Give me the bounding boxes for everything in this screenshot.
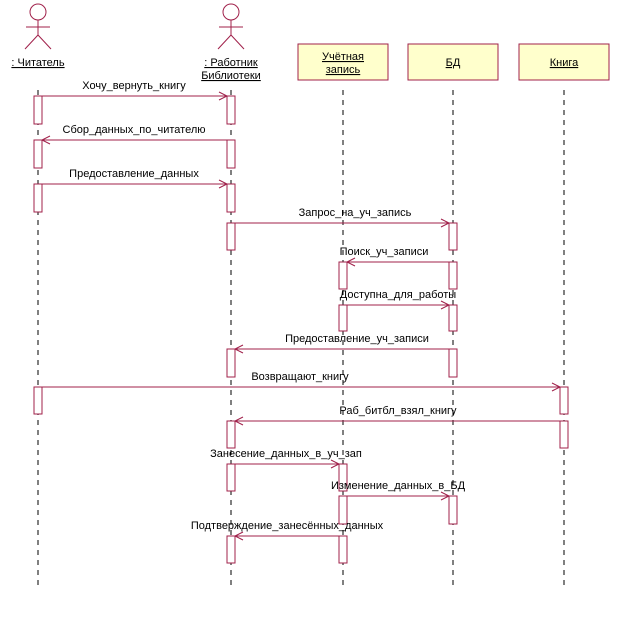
- activation-worker: [226, 222, 236, 251]
- activation-account: [338, 261, 348, 290]
- activation-reader: [33, 139, 43, 169]
- message-9: Раб_битбл_взял_книгу: [233, 405, 560, 426]
- message-label: Раб_битбл_взял_книгу: [339, 405, 457, 417]
- activation-account: [338, 535, 348, 564]
- message-label: Сбор_данных_по_читателю: [63, 124, 206, 136]
- message-label: Предоставление_данных: [69, 168, 199, 180]
- message-5: Поиск_уч_записи: [340, 246, 449, 267]
- activation-worker: [226, 420, 236, 449]
- activation-db: [448, 495, 458, 525]
- message-11: Изменение_данных_в_БД: [331, 480, 466, 501]
- object-box: [518, 43, 610, 81]
- stick-figure-leg-icon: [37, 34, 52, 50]
- message-10: Занесение_данных_в_уч_зап: [210, 448, 362, 469]
- object-box: [297, 43, 389, 81]
- activation-worker: [226, 95, 236, 125]
- activation-db: [448, 304, 458, 332]
- lifelines: [37, 90, 565, 588]
- activation-db: [448, 261, 458, 290]
- activation-account: [338, 463, 348, 492]
- activation-book: [559, 420, 569, 449]
- message-label: Предоставление_уч_записи: [285, 333, 429, 345]
- message-label: Занесение_данных_в_уч_зап: [210, 448, 362, 460]
- participant-label-line: БД: [446, 57, 461, 69]
- message-2: Сбор_данных_по_читателю: [40, 124, 227, 145]
- participant-label-line: Библиотеки: [201, 70, 261, 82]
- participant-book: Книга: [518, 43, 610, 81]
- message-label: Поиск_уч_записи: [340, 246, 429, 258]
- message-4: Запрос_на_уч_запись: [235, 207, 451, 228]
- activation-reader: [33, 95, 43, 125]
- participant-db: БД: [407, 43, 499, 81]
- stick-figure-leg-icon: [230, 34, 245, 50]
- activation-reader: [33, 386, 43, 415]
- message-label: Доступна_для_работы: [340, 289, 456, 301]
- object-box: [407, 43, 499, 81]
- arrowhead-icon: [218, 91, 229, 101]
- arrowhead-icon: [440, 300, 451, 310]
- activation-reader: [33, 183, 43, 213]
- participant-headers: : Читатель: РаботникБиблиотекиУчётнаязап…: [11, 3, 610, 82]
- arrowhead-icon: [218, 179, 229, 189]
- activation-worker: [226, 535, 236, 564]
- arrowhead-icon: [440, 218, 451, 228]
- activation-worker: [226, 348, 236, 378]
- message-label: Запрос_на_уч_запись: [299, 207, 412, 219]
- activation-db: [448, 222, 458, 251]
- activations: [33, 95, 569, 564]
- participant-label-line: Учётная: [322, 51, 364, 63]
- message-3: Предоставление_данных: [42, 168, 229, 189]
- arrowhead-icon: [233, 344, 244, 354]
- message-7: Предоставление_уч_записи: [233, 333, 449, 354]
- stick-figure-head-icon: [29, 3, 47, 21]
- message-label: Подтверждение_занесённых_данных: [191, 520, 384, 532]
- message-label: Изменение_данных_в_БД: [331, 480, 466, 492]
- arrowhead-icon: [233, 531, 244, 541]
- stick-figure-head-icon: [222, 3, 240, 21]
- message-6: Доступна_для_работы: [340, 289, 456, 310]
- messages: Хочу_вернуть_книгуСбор_данных_по_читател…: [40, 80, 562, 541]
- message-label: Хочу_вернуть_книгу: [82, 80, 186, 92]
- arrowhead-icon: [330, 459, 341, 469]
- participant-reader: : Читатель: [11, 3, 65, 69]
- arrowhead-icon: [440, 491, 451, 501]
- activation-worker: [226, 139, 236, 169]
- stick-figure-leg-icon: [217, 34, 232, 50]
- participant-label-line: запись: [326, 64, 361, 76]
- activation-db: [448, 348, 458, 378]
- message-8: Возвращают_книгу: [42, 371, 562, 392]
- participant-label-line: Книга: [550, 57, 579, 69]
- activation-worker: [226, 183, 236, 213]
- participant-label-line: : Работник: [204, 57, 258, 69]
- message-label: Возвращают_книгу: [251, 371, 349, 383]
- activation-worker: [226, 463, 236, 492]
- participant-label-line: : Читатель: [11, 57, 64, 69]
- arrowhead-icon: [345, 257, 356, 267]
- activation-account: [338, 495, 348, 525]
- message-12: Подтверждение_занесённых_данных: [191, 520, 384, 541]
- message-1: Хочу_вернуть_книгу: [42, 80, 229, 101]
- arrowhead-icon: [233, 416, 244, 426]
- activation-book: [559, 386, 569, 415]
- arrowhead-icon: [40, 135, 51, 145]
- stick-figure-leg-icon: [24, 34, 39, 50]
- arrowhead-icon: [551, 382, 562, 392]
- activation-account: [338, 304, 348, 332]
